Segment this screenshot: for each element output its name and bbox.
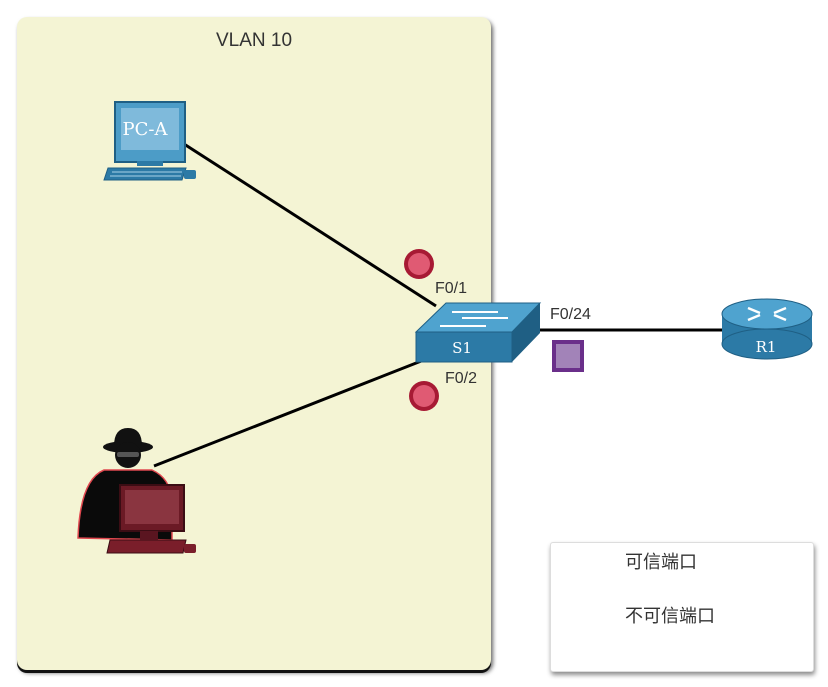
link-pc-a-s1: [183, 142, 437, 308]
r1-label: R1: [756, 338, 777, 356]
pc-a-label: PC-A: [123, 119, 169, 140]
legend: [550, 542, 814, 672]
legend-trusted-label: 可信端口: [625, 552, 697, 572]
router-r1-icon[interactable]: R1: [721, 298, 813, 360]
untrusted-port-marker-f0-1: [404, 249, 434, 279]
pc-a-icon[interactable]: PC-A: [103, 101, 196, 181]
vlan-title: VLAN 10: [215, 30, 293, 51]
port-label-f0-1: F0/1: [435, 280, 468, 297]
switch-s1-icon[interactable]: S1: [414, 302, 542, 363]
attacker-icon[interactable]: [77, 428, 196, 554]
legend-untrusted-label: 不可信端口: [625, 606, 715, 626]
port-label-f0-2: F0/2: [445, 370, 478, 387]
vlan-10-zone: [17, 17, 491, 670]
link-attacker-s1: [153, 354, 435, 468]
untrusted-port-marker-f0-2: [409, 381, 439, 411]
port-label-f0-24: F0/24: [550, 306, 591, 323]
trusted-port-marker-f0-24: [552, 340, 584, 372]
s1-label: S1: [452, 339, 472, 357]
